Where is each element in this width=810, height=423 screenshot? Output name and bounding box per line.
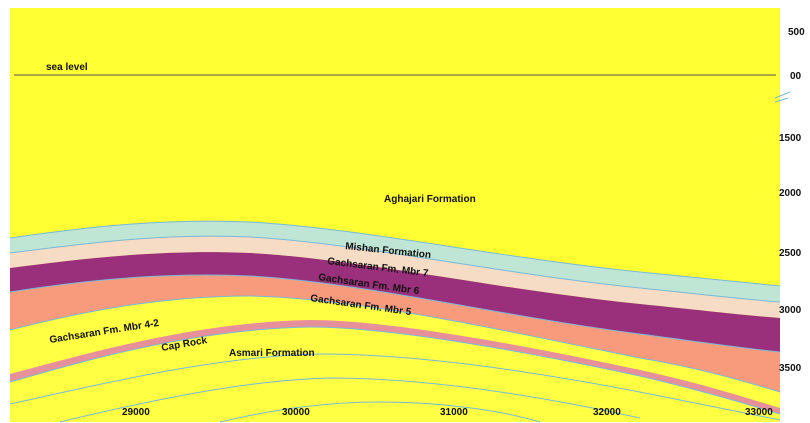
depth-tick: 00 <box>790 71 802 82</box>
aghajari-formation-label: Aghajari Formation <box>384 194 476 205</box>
distance-tick: 31000 <box>440 407 468 418</box>
depth-tick: 2000 <box>779 188 802 199</box>
fault-marks <box>774 91 791 103</box>
gachsaran-mbr7-band <box>10 236 780 318</box>
depth-tick: 1500 <box>779 133 802 144</box>
distance-tick: 33000 <box>745 407 773 418</box>
boundary-top-asmari <box>9 326 781 415</box>
contour-asmari-2 <box>59 377 641 423</box>
depth-axis: 500 00 1500 2000 2500 3000 3500 <box>779 27 805 374</box>
contour-asmari-1 <box>9 353 781 421</box>
boundary-top-mishan <box>9 220 781 287</box>
depth-tick: 3000 <box>779 305 802 316</box>
formation-boundaries <box>9 220 781 423</box>
asmari-formation-label: Asmari Formation <box>229 348 315 359</box>
gachsaran-mbr5-band <box>10 275 780 392</box>
sea-level-label: sea level <box>46 62 88 73</box>
depth-tick: 3500 <box>779 363 802 374</box>
depth-tick: 500 <box>788 27 805 38</box>
boundary-top-mbr42 <box>9 295 781 393</box>
gachsaran-mbr6-band <box>10 252 780 352</box>
boundary-top-mbr5 <box>9 274 781 353</box>
distance-axis: 29000 30000 31000 32000 33000 <box>122 407 773 418</box>
boundary-top-mbr7 <box>9 235 781 303</box>
gachsaran-mbr42-band <box>10 296 780 410</box>
distance-tick: 32000 <box>593 407 621 418</box>
distance-tick: 30000 <box>282 407 310 418</box>
asmari-formation-band <box>10 327 780 422</box>
depth-tick: 2500 <box>779 248 802 259</box>
distance-tick: 29000 <box>122 407 150 418</box>
contour-asmari-3 <box>219 401 541 423</box>
